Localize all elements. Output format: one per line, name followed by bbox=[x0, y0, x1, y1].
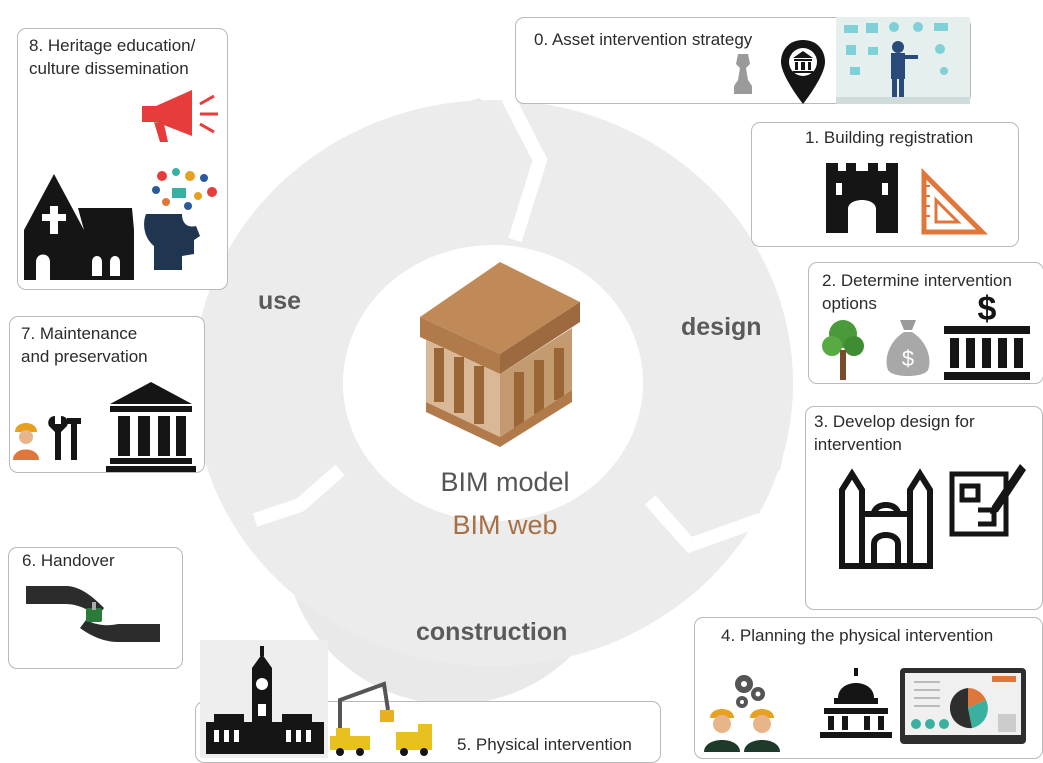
step-1-label: 1. Building registration bbox=[805, 128, 974, 147]
bim-temple-icon bbox=[420, 262, 580, 447]
bim-web-label: BIM web bbox=[452, 510, 558, 540]
svg-text:$: $ bbox=[902, 346, 914, 371]
museum-columns-icon bbox=[106, 382, 196, 472]
step-0-label: 0. Asset intervention strategy bbox=[534, 30, 753, 49]
step-2-label: 2. Determine intervention options bbox=[822, 271, 1012, 313]
castle-gate-icon bbox=[826, 163, 898, 233]
step-3-label: 3. Develop design for intervention bbox=[814, 412, 975, 454]
capitol-dome-icon bbox=[820, 668, 892, 738]
bank-dollar-icon: $ bbox=[944, 290, 1030, 380]
bim-model-label: BIM model bbox=[440, 467, 570, 497]
step-6-label: 6. Handover bbox=[22, 551, 115, 570]
ring-cut-left bbox=[252, 464, 345, 527]
blueprint-pencil-icon bbox=[949, 464, 1026, 537]
step-4-label: 4. Planning the physical intervention bbox=[721, 626, 994, 645]
chess-knight-icon bbox=[734, 54, 752, 94]
step-8-label: 8. Heritage education/ culture dissemina… bbox=[29, 36, 196, 78]
money-bag-icon: $ bbox=[886, 320, 930, 376]
step-7-label: 7. Maintenance and preservation bbox=[21, 324, 148, 366]
ring-base bbox=[193, 100, 794, 666]
map-pin-museum-icon bbox=[781, 40, 825, 104]
ring-cut-right bbox=[644, 495, 763, 554]
church-icon bbox=[24, 174, 134, 280]
strategy-dashboard-person-icon bbox=[836, 17, 970, 104]
tree-icon bbox=[822, 320, 864, 380]
head-ideas-icon bbox=[144, 168, 217, 270]
castle-towers-icon bbox=[839, 468, 933, 569]
step-5-label: 5. Physical intervention bbox=[457, 735, 632, 754]
ring-cut-top bbox=[501, 94, 548, 243]
phase-construction-label: construction bbox=[416, 618, 568, 646]
dashboard-screen-icon bbox=[900, 668, 1026, 744]
engineers-gears-icon bbox=[704, 675, 780, 752]
handover-hands-icon bbox=[26, 586, 160, 642]
clock-tower-building-icon bbox=[200, 640, 328, 758]
svg-text:$: $ bbox=[978, 290, 997, 328]
worker-tools-icon bbox=[13, 416, 81, 460]
set-square-icon bbox=[921, 167, 989, 235]
phase-use-label: use bbox=[258, 287, 302, 315]
megaphone-icon bbox=[142, 90, 218, 142]
crane-truck-icon bbox=[330, 681, 432, 756]
phase-design-label: design bbox=[681, 313, 762, 341]
